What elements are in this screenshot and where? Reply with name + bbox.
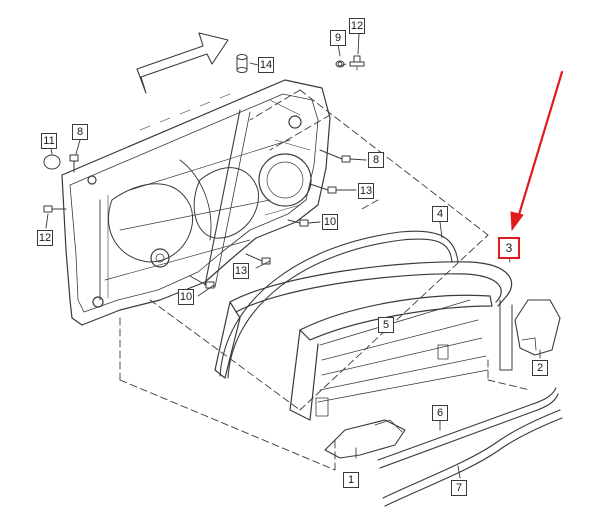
weather-strips-6-7 xyxy=(377,387,563,507)
callout-label-12-top: 12 xyxy=(349,18,365,34)
callout-label-10-lower: 10 xyxy=(178,289,194,305)
door-inner-panel xyxy=(61,79,331,326)
callout-label-11: 11 xyxy=(41,133,57,149)
seal-strip-part-4 xyxy=(219,230,459,379)
callout-label-1: 1 xyxy=(343,472,359,488)
callout-label-13-right: 13 xyxy=(358,183,374,199)
highlight-arrow xyxy=(510,70,564,231)
callout-label-9: 9 xyxy=(330,30,346,46)
callout-label-4: 4 xyxy=(432,206,448,222)
callout-label-12-left: 12 xyxy=(37,230,53,246)
callout-label-3-highlighted: 3 xyxy=(498,237,520,259)
callout-label-8-left: 8 xyxy=(72,124,88,140)
callout-label-6: 6 xyxy=(432,405,448,421)
callout-label-10-right: 10 xyxy=(322,214,338,230)
callout-label-13-lower: 13 xyxy=(233,263,249,279)
assembly-dashed-lines xyxy=(119,89,531,471)
callout-label-8-right: 8 xyxy=(368,152,384,168)
callout-label-7: 7 xyxy=(451,480,467,496)
direction-arrow-icon xyxy=(136,32,229,94)
lower-bracket-part-1 xyxy=(324,419,406,459)
corner-bracket-part-2 xyxy=(514,299,561,356)
fastener-group-left xyxy=(43,154,79,213)
window-channel-frame xyxy=(214,261,513,421)
fastener-group-top xyxy=(236,54,365,73)
callout-label-14: 14 xyxy=(258,57,274,73)
screw-group-right xyxy=(189,149,351,289)
callout-label-2: 2 xyxy=(532,360,548,376)
callout-label-5: 5 xyxy=(378,317,394,333)
